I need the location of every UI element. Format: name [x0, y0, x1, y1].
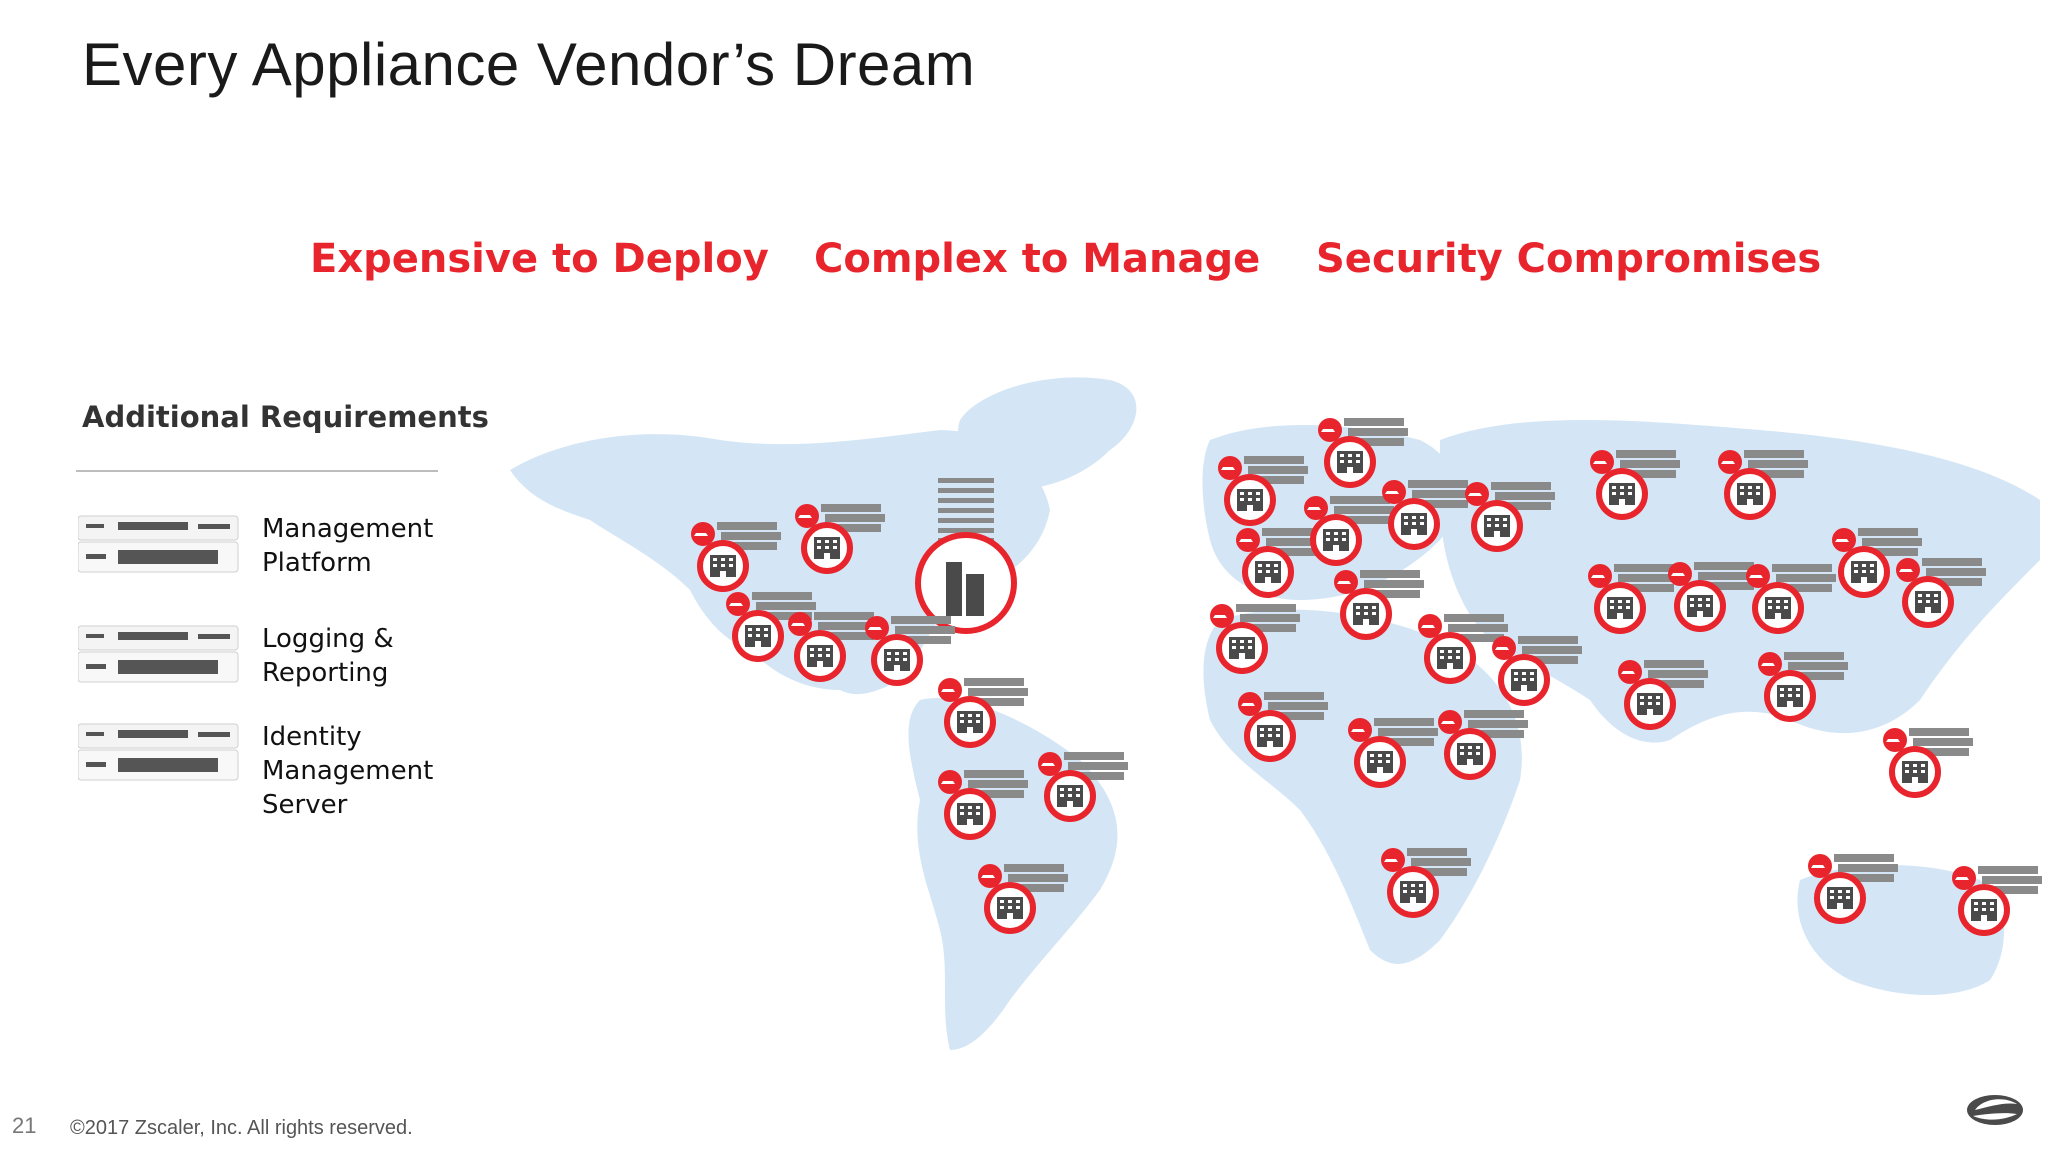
branch-office-appliance-icon	[1952, 866, 2042, 933]
requirement-logging-reporting: Logging & Reporting	[78, 622, 538, 702]
requirement-management-platform: Management Platform	[78, 512, 538, 592]
requirement-line-2: Platform	[262, 548, 372, 578]
slide-title: Every Appliance Vendor’s Dream	[82, 31, 976, 98]
appliance-stack-icon	[78, 625, 239, 683]
continent-greenland	[958, 377, 1137, 490]
pillar-complex-to-manage: Complex to Manage	[814, 236, 1261, 282]
pillar-expensive-to-deploy: Expensive to Deploy	[310, 236, 769, 282]
pillar-security-compromises: Security Compromises	[1316, 236, 1822, 282]
continent-asia	[1440, 420, 2040, 743]
copyright-notice: ©2017 Zscaler, Inc. All rights reserved.	[70, 1117, 413, 1139]
requirement-line-1: Identity Management	[262, 722, 434, 786]
requirement-label: Logging & Reporting	[262, 622, 532, 690]
branch-office-appliance-icon	[1038, 752, 1128, 819]
requirement-label: Management Platform	[262, 512, 532, 580]
requirement-label: Identity Management Server	[262, 720, 532, 822]
requirement-line-1: Management	[262, 514, 434, 544]
branch-office-appliance-icon	[1883, 728, 1973, 795]
branch-office-appliance-icon	[865, 616, 955, 683]
requirements-divider	[76, 470, 438, 472]
requirement-identity-management-server: Identity Management Server	[78, 720, 538, 820]
requirement-line-1: Logging &	[262, 624, 394, 654]
page-number: 21	[12, 1113, 37, 1138]
requirement-line-2: Server	[262, 790, 348, 820]
branch-office-appliance-icon	[1334, 570, 1424, 637]
appliance-stack-icon	[78, 515, 239, 573]
requirements-heading: Additional Requirements	[82, 400, 489, 434]
headquarters-datacenter-icon	[915, 478, 1017, 634]
appliance-stack-icon	[78, 723, 239, 781]
zscaler-logo-icon	[1967, 1095, 2023, 1125]
requirement-line-2: Reporting	[262, 658, 389, 688]
